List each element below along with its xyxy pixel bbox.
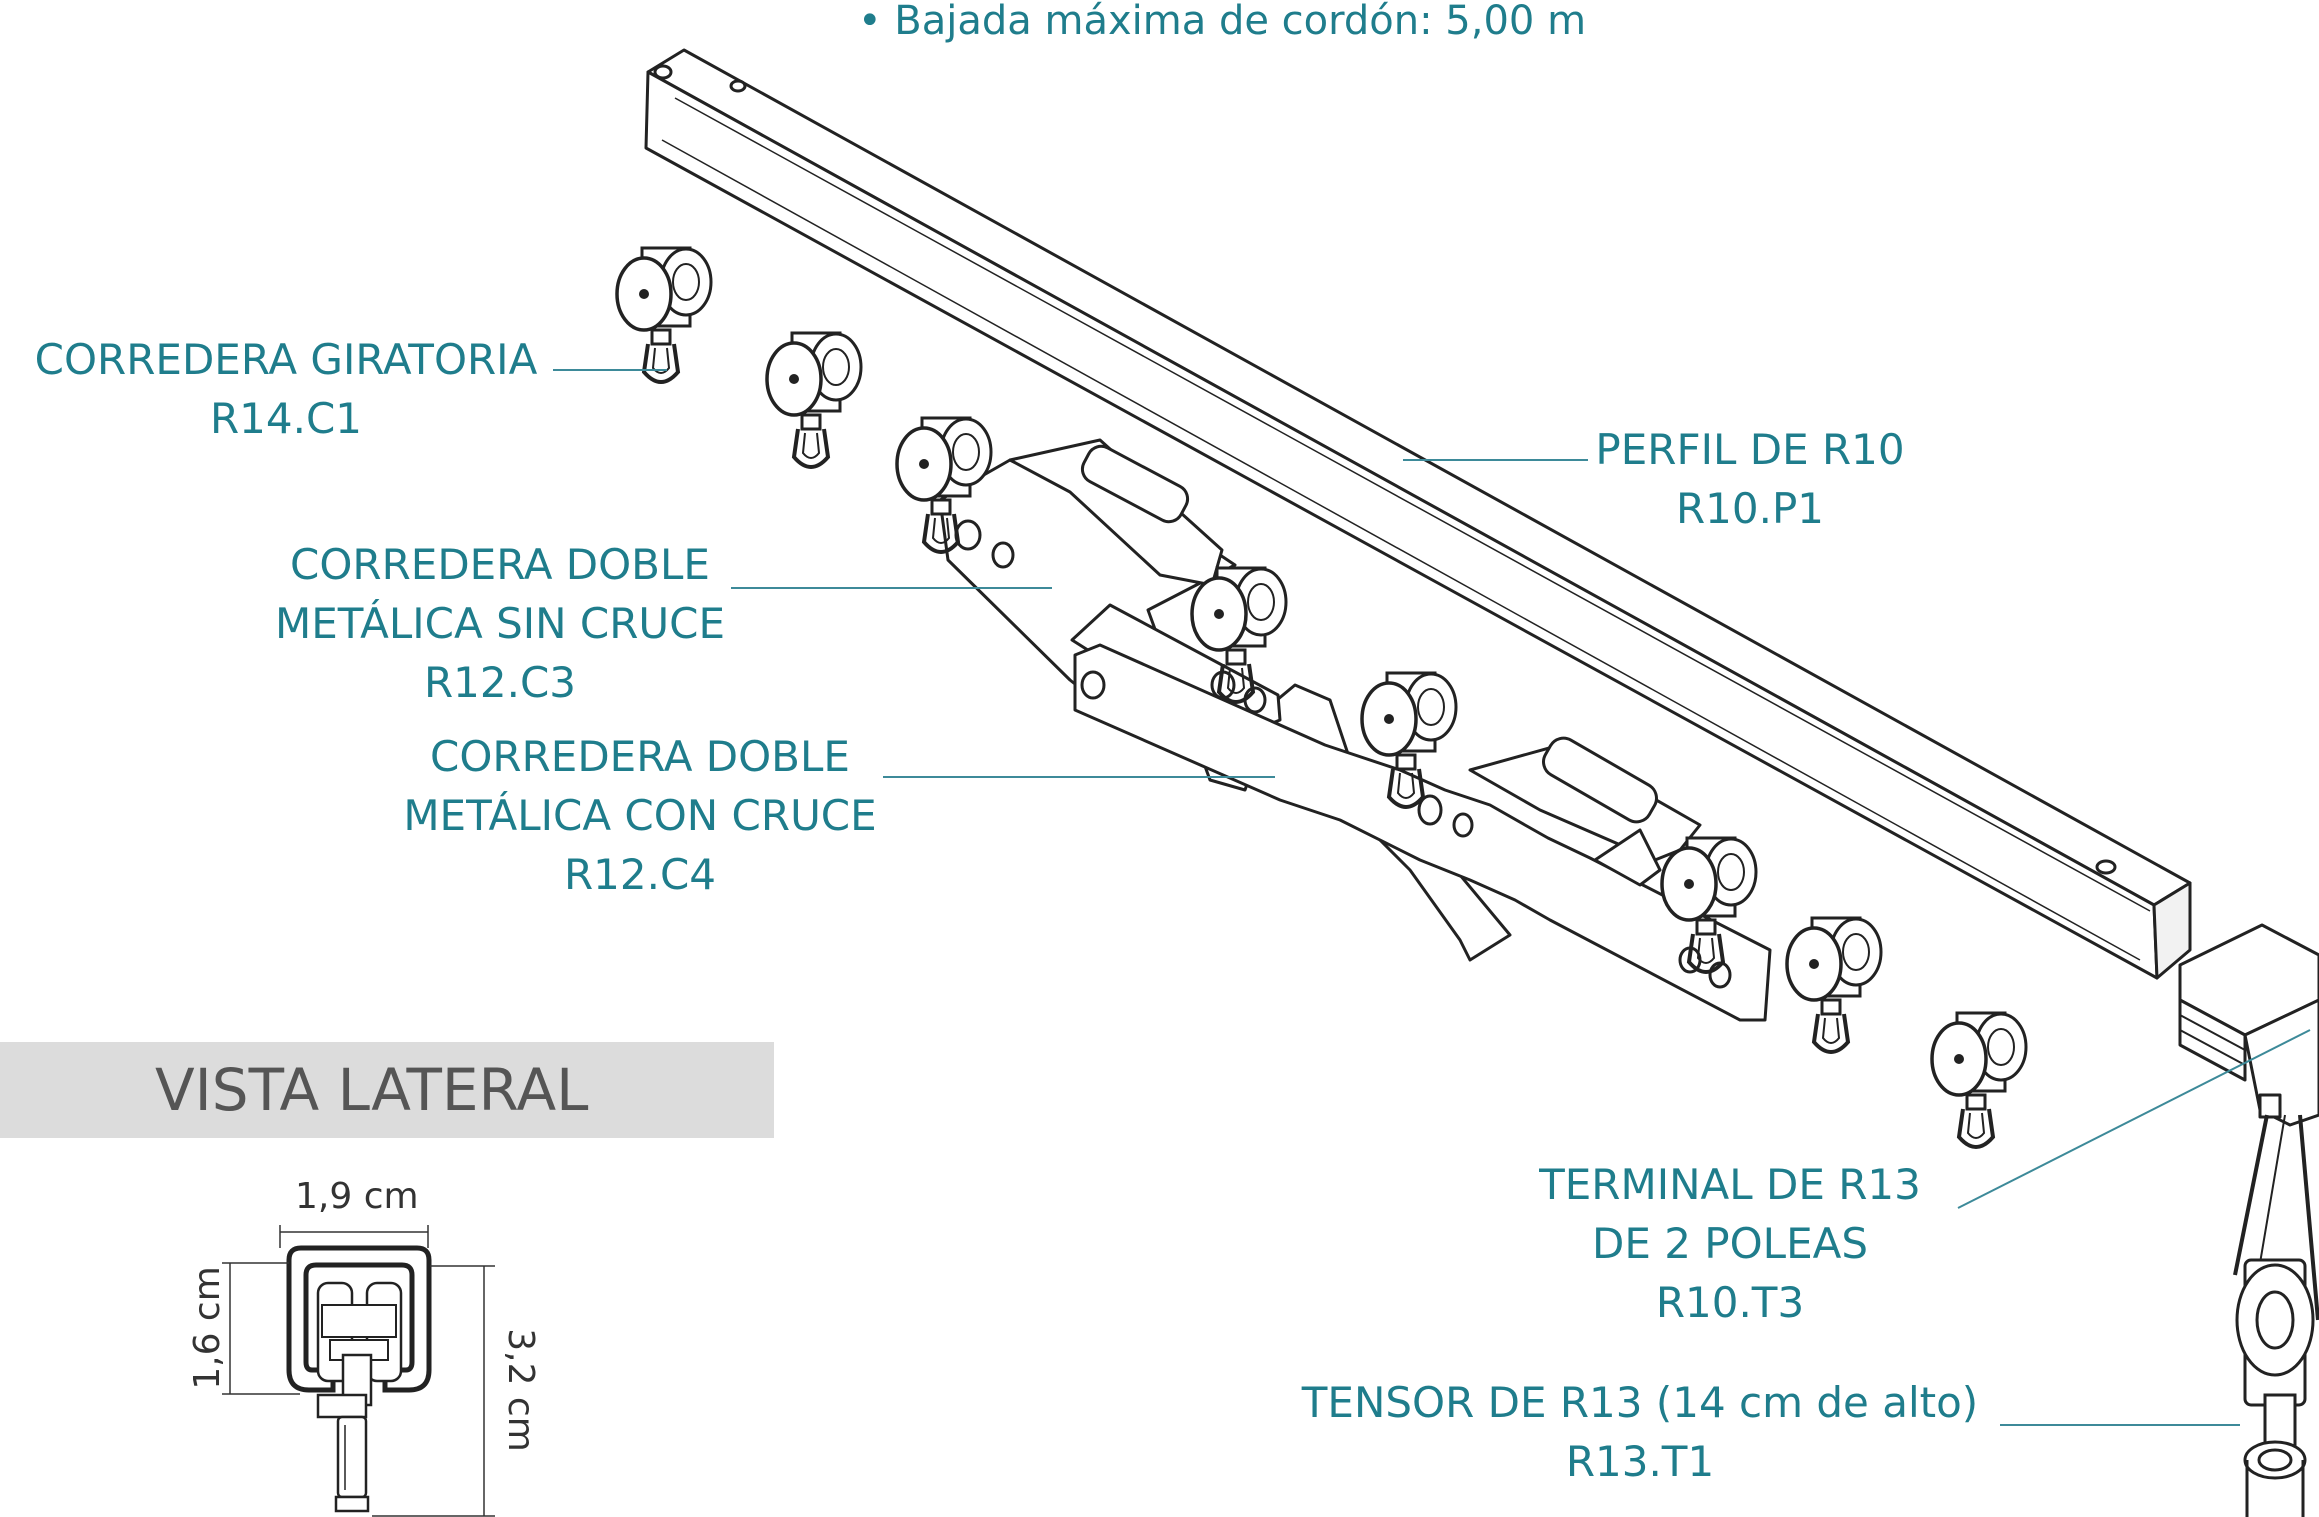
cord-drop-spec: • Bajada máxima de cordón: 5,00 m — [858, 0, 1587, 44]
label-line: CORREDERA GIRATORIA — [34, 335, 538, 384]
label-line: DE 2 POLEAS — [1591, 1219, 1868, 1268]
label-line: CORREDERA DOBLE — [290, 540, 710, 589]
rail-profile — [644, 48, 2192, 980]
label-doble-sin-cruce: CORREDERA DOBLE METÁLICA SIN CRUCE R12.C… — [270, 535, 730, 712]
dimension-lines — [222, 1225, 495, 1517]
label-code: R13.T1 — [1565, 1437, 1715, 1486]
side-view-profile — [286, 1245, 432, 1513]
label-line: METÁLICA SIN CRUCE — [274, 599, 726, 648]
label-line: PERFIL DE R10 — [1595, 425, 1905, 474]
label-code: R14.C1 — [209, 394, 363, 443]
label-line: TENSOR DE R13 (14 cm de alto) — [1301, 1378, 1979, 1427]
side-view-header-bar — [0, 1042, 774, 1138]
leader-lines — [553, 369, 2311, 1426]
label-perfil: PERFIL DE R10 R10.P1 — [1590, 420, 1910, 538]
cord-tensor — [2235, 1258, 2315, 1517]
label-code: R10.P1 — [1675, 484, 1825, 533]
side-view-title: VISTA LATERAL — [155, 1056, 589, 1124]
inner-height-dimension-label: 1,6 cm — [187, 1266, 228, 1390]
label-code: R12.C3 — [423, 658, 577, 707]
double-runner-plates — [938, 438, 1772, 1022]
label-tensor: TENSOR DE R13 (14 cm de alto) R13.T1 — [1290, 1373, 1990, 1491]
label-line: METÁLICA CON CRUCE — [403, 791, 877, 840]
total-height-dimension-label: 3,2 cm — [500, 1328, 541, 1452]
pulley-terminal — [2178, 923, 2319, 1321]
width-dimension-label: 1,9 cm — [295, 1176, 419, 1217]
label-doble-con-cruce: CORREDERA DOBLE METÁLICA CON CRUCE R12.C… — [400, 727, 880, 904]
label-terminal: TERMINAL DE R13 DE 2 POLEAS R10.T3 — [1510, 1155, 1950, 1332]
label-line: TERMINAL DE R13 — [1539, 1160, 1921, 1209]
label-line: CORREDERA DOBLE — [430, 732, 850, 781]
label-code: R10.T3 — [1655, 1278, 1805, 1327]
label-code: R12.C4 — [563, 850, 717, 899]
label-corredera-giratoria: CORREDERA GIRATORIA R14.C1 — [20, 330, 552, 448]
